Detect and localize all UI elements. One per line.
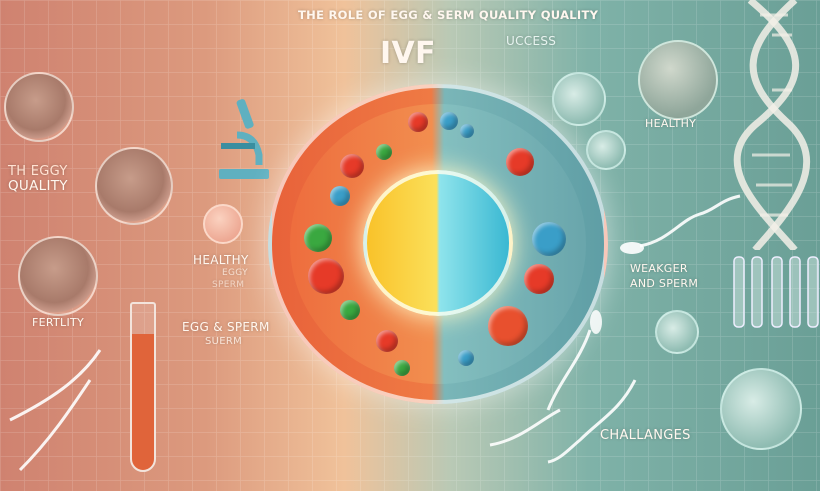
cell-small-right bbox=[586, 130, 626, 170]
egg-cell-lower-left bbox=[18, 236, 98, 316]
title: THE ROLE OF EGG & SERM QUALITY QUALITY bbox=[298, 8, 599, 22]
sphere-bottom-right bbox=[720, 368, 802, 450]
organelle bbox=[408, 112, 428, 132]
egg-quality-label-1: TH EGGY bbox=[8, 164, 68, 179]
egg-sperm-sub: SUERM bbox=[205, 336, 243, 347]
bubble bbox=[203, 204, 243, 244]
healthy-label-left: HEALTHY bbox=[193, 253, 249, 267]
organelle bbox=[488, 306, 528, 346]
egg-cell-mid bbox=[95, 147, 173, 225]
weaker-label-2: AND SPERM bbox=[630, 277, 699, 290]
organelle bbox=[440, 112, 458, 130]
organelle bbox=[340, 300, 360, 320]
fertility-label: FERTLITY bbox=[32, 316, 85, 329]
healthy-label-right: HEALTHY bbox=[645, 117, 697, 130]
sphere-top-right bbox=[638, 40, 718, 120]
success-label: UCCESS bbox=[506, 34, 557, 48]
organelle bbox=[308, 258, 344, 294]
organelle bbox=[394, 360, 410, 376]
healthy-sub-2: SPERM bbox=[212, 280, 245, 290]
egg-cell-top-left bbox=[4, 72, 74, 142]
organelle bbox=[376, 144, 392, 160]
organelle bbox=[376, 330, 398, 352]
organelle bbox=[460, 124, 474, 138]
healthy-sub-1: EGGY bbox=[222, 268, 248, 278]
organelle bbox=[532, 222, 566, 256]
test-tube-rack bbox=[733, 256, 819, 328]
organelle bbox=[458, 350, 474, 366]
ivf-label: IVF bbox=[380, 36, 436, 71]
dna-helix-icon bbox=[733, 0, 811, 250]
egg-sperm-label: EGG & SPERM bbox=[182, 320, 270, 334]
challenges-label: CHALLANGES bbox=[600, 428, 691, 443]
organelle bbox=[304, 224, 332, 252]
egg-quality-label-2: QUALITY bbox=[8, 178, 68, 194]
organelle bbox=[330, 186, 350, 206]
organelle bbox=[524, 264, 554, 294]
cell-top-right bbox=[552, 72, 606, 126]
organelle bbox=[340, 154, 364, 178]
cell-right bbox=[655, 310, 699, 354]
organelle bbox=[506, 148, 534, 176]
microscope-icon bbox=[219, 99, 269, 179]
test-tube bbox=[130, 302, 156, 472]
weaker-label-1: WEAKGER bbox=[630, 262, 688, 275]
nucleus bbox=[363, 170, 513, 316]
